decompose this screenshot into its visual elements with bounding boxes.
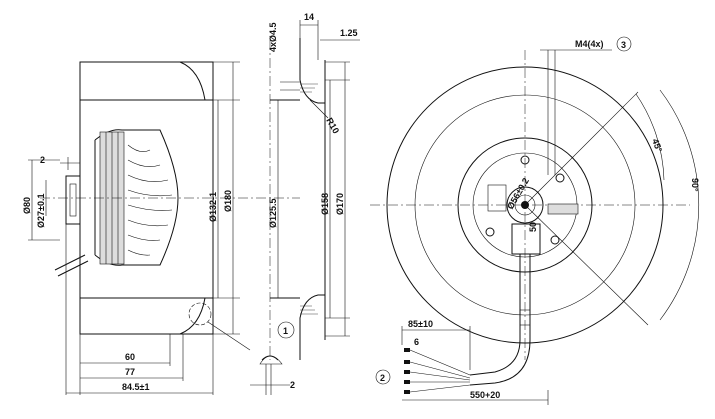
dim-170: Ø170: [335, 193, 345, 215]
cable-marker: 2: [380, 373, 385, 383]
angle-90: 90°: [690, 178, 700, 192]
hole-bl: [485, 227, 495, 237]
thread-marker: 3: [621, 40, 626, 50]
hole-br: [550, 235, 560, 245]
hub: [65, 175, 81, 225]
front-view: 45° 90° M4(4x) 3 Ø56±0.2 50: [370, 36, 700, 405]
hub-circle: [506, 186, 544, 224]
motor-body: [94, 129, 179, 266]
dim-180: Ø180: [223, 190, 233, 212]
hole-tr: [555, 173, 565, 183]
section-hatch: [300, 83, 318, 315]
wire-ends: [404, 348, 471, 394]
side-cable: [54, 254, 89, 277]
detail-1-marker: 1: [283, 326, 288, 336]
dim-84-5: 84.5±1: [122, 382, 149, 392]
cable-marker-circle: [375, 369, 391, 385]
dim-4x45: 4xØ4.5: [268, 22, 278, 52]
thread-label: M4(4x): [575, 39, 604, 49]
detail-1-circle: [188, 302, 212, 326]
dim-125-5: Ø125.5: [268, 198, 278, 228]
detail-1-marker-circle: [277, 321, 295, 339]
detail-dim-2: 2: [290, 380, 295, 390]
dim-1-25: 1.25: [340, 28, 358, 38]
hole-top: [520, 155, 530, 165]
dim-R10: R10: [324, 116, 341, 135]
bottom-blade-curve: [179, 297, 213, 335]
motor-fins: [127, 144, 173, 256]
cable-gland: [511, 223, 541, 255]
dim-158: Ø158: [320, 193, 330, 215]
cable-inner: [469, 254, 531, 386]
side-view: Ø80 Ø27±0.1 2 Ø132-1 Ø180 60 77 84.5±1: [22, 61, 300, 395]
angle-45: 45°: [650, 137, 664, 154]
label-left: [487, 184, 507, 212]
dim-132: Ø132-1: [208, 192, 218, 222]
label-right: [547, 203, 579, 215]
dim-6: 6: [414, 337, 419, 347]
thread-marker-circle: [616, 36, 632, 52]
dim-550: 550+20: [470, 390, 500, 400]
dim-27: Ø27±0.1: [36, 194, 46, 228]
top-blade-curve: [179, 61, 213, 101]
dim-80: Ø80: [22, 197, 32, 214]
section-profile: [299, 38, 325, 360]
cable-outer: [469, 254, 521, 376]
detail-view-1: 1 2: [250, 321, 295, 395]
dim-60: 60: [125, 352, 135, 362]
dim-77: 77: [125, 367, 135, 377]
dim-14: 14: [304, 12, 314, 22]
section-view: 14 4xØ4.5 1.25 R10 Ø125.5 Ø158 Ø170: [268, 12, 360, 360]
dim-2-side: 2: [40, 155, 45, 165]
motor-plate: [457, 137, 593, 273]
dim-85: 85±10: [408, 319, 433, 329]
dim-50: 50: [528, 222, 538, 232]
